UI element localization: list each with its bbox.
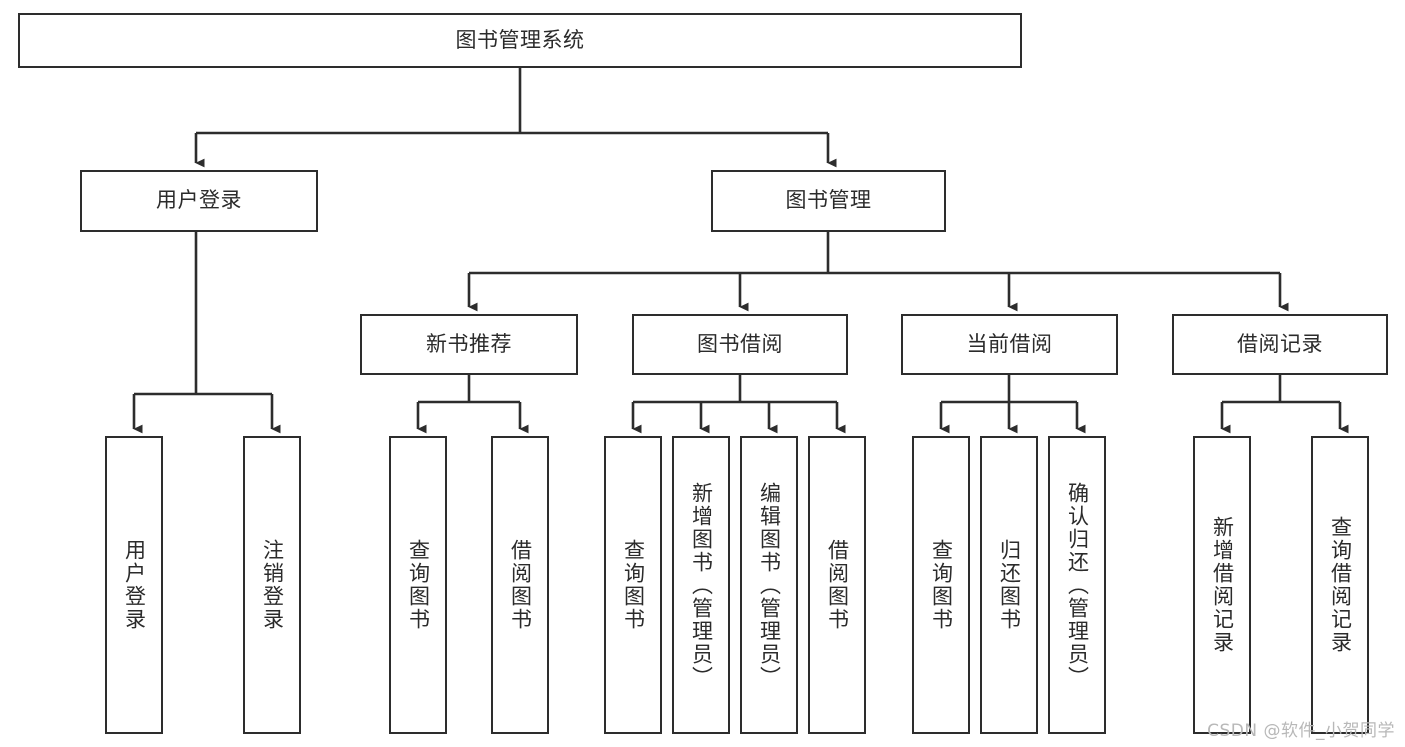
node-root-book-management-system[interactable]: 图书管理系统	[18, 13, 1022, 68]
node-label: 查询借阅记录	[1328, 516, 1353, 654]
leaf-query-book-current[interactable]: 查询图书	[912, 436, 970, 734]
csdn-watermark: CSDN @软件_小贺同学	[1207, 721, 1395, 741]
node-label: 注销登录	[260, 539, 285, 631]
node-label: 图书借阅	[697, 331, 783, 356]
node-label: 查询图书	[406, 539, 431, 631]
leaf-query-book-borrow[interactable]: 查询图书	[604, 436, 662, 734]
node-label: 借阅记录	[1237, 331, 1323, 356]
leaf-borrow-book-new-book[interactable]: 借阅图书	[491, 436, 549, 734]
node-label: 新增图书（管理员）	[689, 481, 714, 689]
node-user-login[interactable]: 用户登录	[80, 170, 318, 232]
node-label: 借阅图书	[508, 539, 533, 631]
node-label: 用户登录	[122, 539, 147, 631]
leaf-user-login[interactable]: 用户登录	[105, 436, 163, 734]
node-label: 借阅图书	[825, 539, 850, 631]
node-label: 图书管理系统	[455, 27, 585, 52]
node-current-borrow[interactable]: 当前借阅	[901, 314, 1118, 375]
node-label: 编辑图书（管理员）	[757, 481, 782, 689]
node-label: 当前借阅	[966, 331, 1053, 356]
node-book-management[interactable]: 图书管理	[711, 170, 946, 232]
leaf-logout-login[interactable]: 注销登录	[243, 436, 301, 734]
leaf-borrow-book-borrow[interactable]: 借阅图书	[808, 436, 866, 734]
node-label: 归还图书	[997, 539, 1022, 631]
leaf-add-book-admin[interactable]: 新增图书（管理员）	[672, 436, 730, 734]
leaf-confirm-return-admin[interactable]: 确认归还（管理员）	[1048, 436, 1106, 734]
node-label: 查询图书	[929, 539, 954, 631]
leaf-query-book-new-book[interactable]: 查询图书	[389, 436, 447, 734]
node-label: 图书管理	[785, 188, 872, 213]
node-label: 查询图书	[621, 539, 646, 631]
node-borrow-record[interactable]: 借阅记录	[1172, 314, 1388, 375]
node-label: 新书推荐	[426, 331, 512, 356]
node-label: 确认归还（管理员）	[1065, 481, 1090, 689]
node-new-book-recommend[interactable]: 新书推荐	[360, 314, 578, 375]
leaf-add-borrow-record[interactable]: 新增借阅记录	[1193, 436, 1251, 734]
leaf-query-borrow-record[interactable]: 查询借阅记录	[1311, 436, 1369, 734]
node-label: 新增借阅记录	[1210, 516, 1235, 654]
node-label: 用户登录	[156, 188, 242, 213]
leaf-edit-book-admin[interactable]: 编辑图书（管理员）	[740, 436, 798, 734]
leaf-return-book[interactable]: 归还图书	[980, 436, 1038, 734]
node-book-borrow[interactable]: 图书借阅	[632, 314, 848, 375]
